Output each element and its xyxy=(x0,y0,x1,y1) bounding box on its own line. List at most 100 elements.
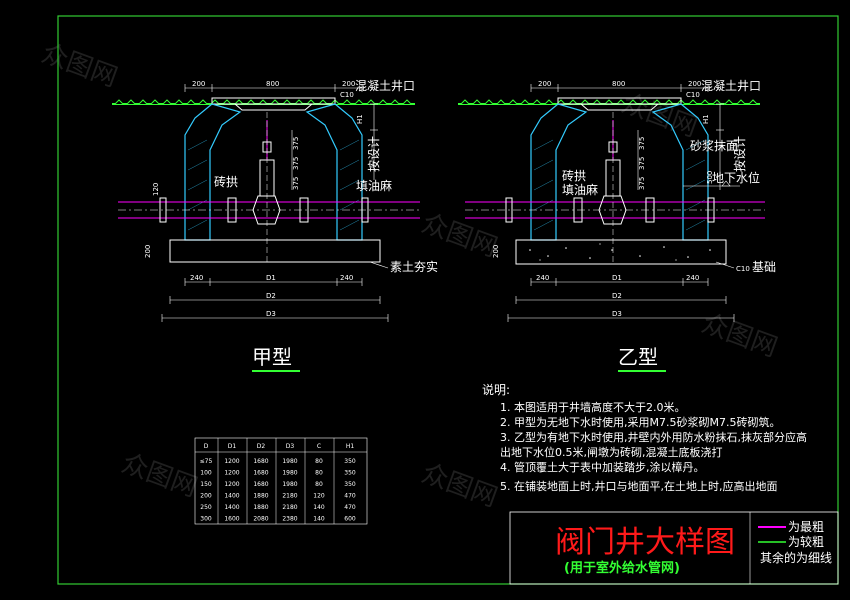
table-cell: 2380 xyxy=(282,516,297,523)
type-b-dim-375b: 375 xyxy=(638,157,646,170)
type-b-dim-375c: 375 xyxy=(638,177,646,190)
drawing-subtitle: (用于室外给水管网) xyxy=(564,560,680,576)
type-b-dim-bot-left: 240 xyxy=(536,274,549,282)
type-b-d2: D2 xyxy=(612,292,622,300)
svg-text:众图网: 众图网 xyxy=(418,208,502,263)
type-b-base-label: 基础 xyxy=(752,260,776,274)
notes-heading: 说明: xyxy=(482,382,510,397)
type-a-well-mouth: 混凝土井口 xyxy=(355,78,415,93)
table-cell: 1400 xyxy=(224,504,239,511)
table-cell: 1880 xyxy=(253,493,268,500)
note-line-3: 3. 乙型为有地下水时使用,井壁内外用防水粉抹石,抹灰部分应高 xyxy=(500,430,807,444)
table-cell: 1680 xyxy=(253,470,268,477)
table-cell: 1980 xyxy=(282,470,297,477)
type-b-dim-bot-mid: D1 xyxy=(612,274,622,282)
table-cell: 2180 xyxy=(282,504,297,511)
type-a-dim-bot-mid: D1 xyxy=(266,274,276,282)
table-cell: 100 xyxy=(200,470,212,477)
table-header-cell: D3 xyxy=(286,443,295,450)
dimension-table: D D1 D2 D3 C H1 ≤75 1200 1680 1980 80 350 100 1200 168… xyxy=(194,437,368,525)
legend-thickest: 为最粗 xyxy=(788,520,824,534)
type-b-dim-top-right: 200 xyxy=(688,80,701,88)
type-a-tamp: 素土夯实 xyxy=(390,259,438,274)
type-b-dim-500: 500 xyxy=(706,171,714,184)
table-cell: 470 xyxy=(344,504,356,511)
table-cell: 600 xyxy=(344,516,356,523)
legend-thin: 其余的为细线 xyxy=(760,550,832,565)
type-b-dim-top-mid: 800 xyxy=(612,80,625,88)
type-b-brick-arch: 砖拱 xyxy=(562,168,586,183)
table-cell: 470 xyxy=(344,493,356,500)
note-line-1: 1. 本图适用于井墙高度不大于2.0米。 xyxy=(500,400,685,414)
type-a-dim-375b: 375 xyxy=(292,157,300,170)
table-cell: 1980 xyxy=(282,458,297,465)
type-b-dim-left: 200 xyxy=(492,245,500,258)
notes-block: 说明: 1. 本图适用于井墙高度不大于2.0米。 2. 甲型为无地下水时使用,采… xyxy=(482,382,807,493)
table-cell: 1600 xyxy=(224,516,239,523)
table-header-cell: D xyxy=(204,443,209,450)
type-a-section: 200 800 200 C10 混凝土井口 H1 375 375 375 按设计… xyxy=(112,78,438,372)
type-a-caulk: 填油麻 xyxy=(356,178,392,193)
table-header-cell: C xyxy=(317,443,321,450)
table-cell: 120 xyxy=(313,493,325,500)
type-b-dim-bot-right: 240 xyxy=(686,274,699,282)
svg-text:众图网: 众图网 xyxy=(118,448,202,503)
type-b-dim-375a: 375 xyxy=(638,137,646,150)
table-cell: 300 xyxy=(200,516,212,523)
table-cell: 150 xyxy=(200,481,212,488)
type-b-base-c10: C10 xyxy=(736,265,750,273)
type-a-dim-375a: 375 xyxy=(292,137,300,150)
table-cell: 350 xyxy=(344,470,356,477)
table-cell: 1200 xyxy=(224,481,239,488)
table-cell: 80 xyxy=(315,481,323,488)
type-b-design-label: 按设计 xyxy=(733,136,747,172)
type-a-d2: D2 xyxy=(266,292,276,300)
table-cell: 250 xyxy=(200,504,212,511)
table-cell: 1400 xyxy=(224,493,239,500)
type-a-d3: D3 xyxy=(266,310,276,318)
type-a-dim-left: 200 xyxy=(144,245,152,258)
table-cell: 350 xyxy=(344,481,356,488)
type-b-dim-top-left: 200 xyxy=(538,80,551,88)
type-b-plaster: 砂浆抹面 xyxy=(690,138,738,153)
type-b-d3: D3 xyxy=(612,310,622,318)
table-cell: 1880 xyxy=(253,504,268,511)
table-cell: 350 xyxy=(344,458,356,465)
type-a-dim-120: 120 xyxy=(152,183,160,196)
table-cell: ≤75 xyxy=(200,458,213,465)
table-cell: 2080 xyxy=(253,516,268,523)
type-b-section: 200 800 200 C10 混凝土井口 H1 375 375 375 500… xyxy=(458,78,776,372)
svg-text:众图网: 众图网 xyxy=(418,458,502,513)
table-cell: 1200 xyxy=(224,458,239,465)
type-a-title: 甲型 xyxy=(252,345,292,369)
type-a-dim-h1: H1 xyxy=(356,114,364,124)
table-cell: 2180 xyxy=(282,493,297,500)
table-cell: 1680 xyxy=(253,481,268,488)
note-line-6: 5. 在铺装地面上时,井口与地面平,在土地上时,应高出地面 xyxy=(500,479,777,493)
table-cell: 200 xyxy=(200,493,212,500)
title-block: 阀门井大样图 (用于室外给水管网) 为最粗 为较粗 其余的为细线 xyxy=(509,511,839,585)
type-a-design-label: 按设计 xyxy=(367,136,381,172)
table-cell: 140 xyxy=(313,516,325,523)
table-cell: 1200 xyxy=(224,470,239,477)
type-a-dim-top-right: 200 xyxy=(342,80,355,88)
table-header-cell: D1 xyxy=(228,443,237,450)
note-line-2: 2. 甲型为无地下水时使用,采用M7.5砂浆砌M7.5砖砌筑。 xyxy=(500,415,780,429)
table-cell: 80 xyxy=(315,458,323,465)
table-header-cell: H1 xyxy=(346,443,355,450)
legend-thicker: 为较粗 xyxy=(788,534,824,549)
type-b-cover-label: C10 xyxy=(686,91,700,99)
type-b-groundwater: 地下水位 xyxy=(712,170,760,185)
table-header-cell: D2 xyxy=(257,443,266,450)
table-cell: 1680 xyxy=(253,458,268,465)
type-a-dim-top-mid: 800 xyxy=(266,80,279,88)
type-b-well-mouth: 混凝土井口 xyxy=(701,78,761,93)
note-line-5: 4. 管顶覆土大于表中加装踏步,涂以樟丹。 xyxy=(500,460,705,474)
table-cell: 1980 xyxy=(282,481,297,488)
table-cell: 140 xyxy=(313,504,325,511)
type-a-dim-bot-left: 240 xyxy=(190,274,203,282)
type-a-brick-arch: 砖拱 xyxy=(214,174,238,189)
type-b-title: 乙型 xyxy=(618,345,658,369)
drawing-frame xyxy=(57,15,839,585)
